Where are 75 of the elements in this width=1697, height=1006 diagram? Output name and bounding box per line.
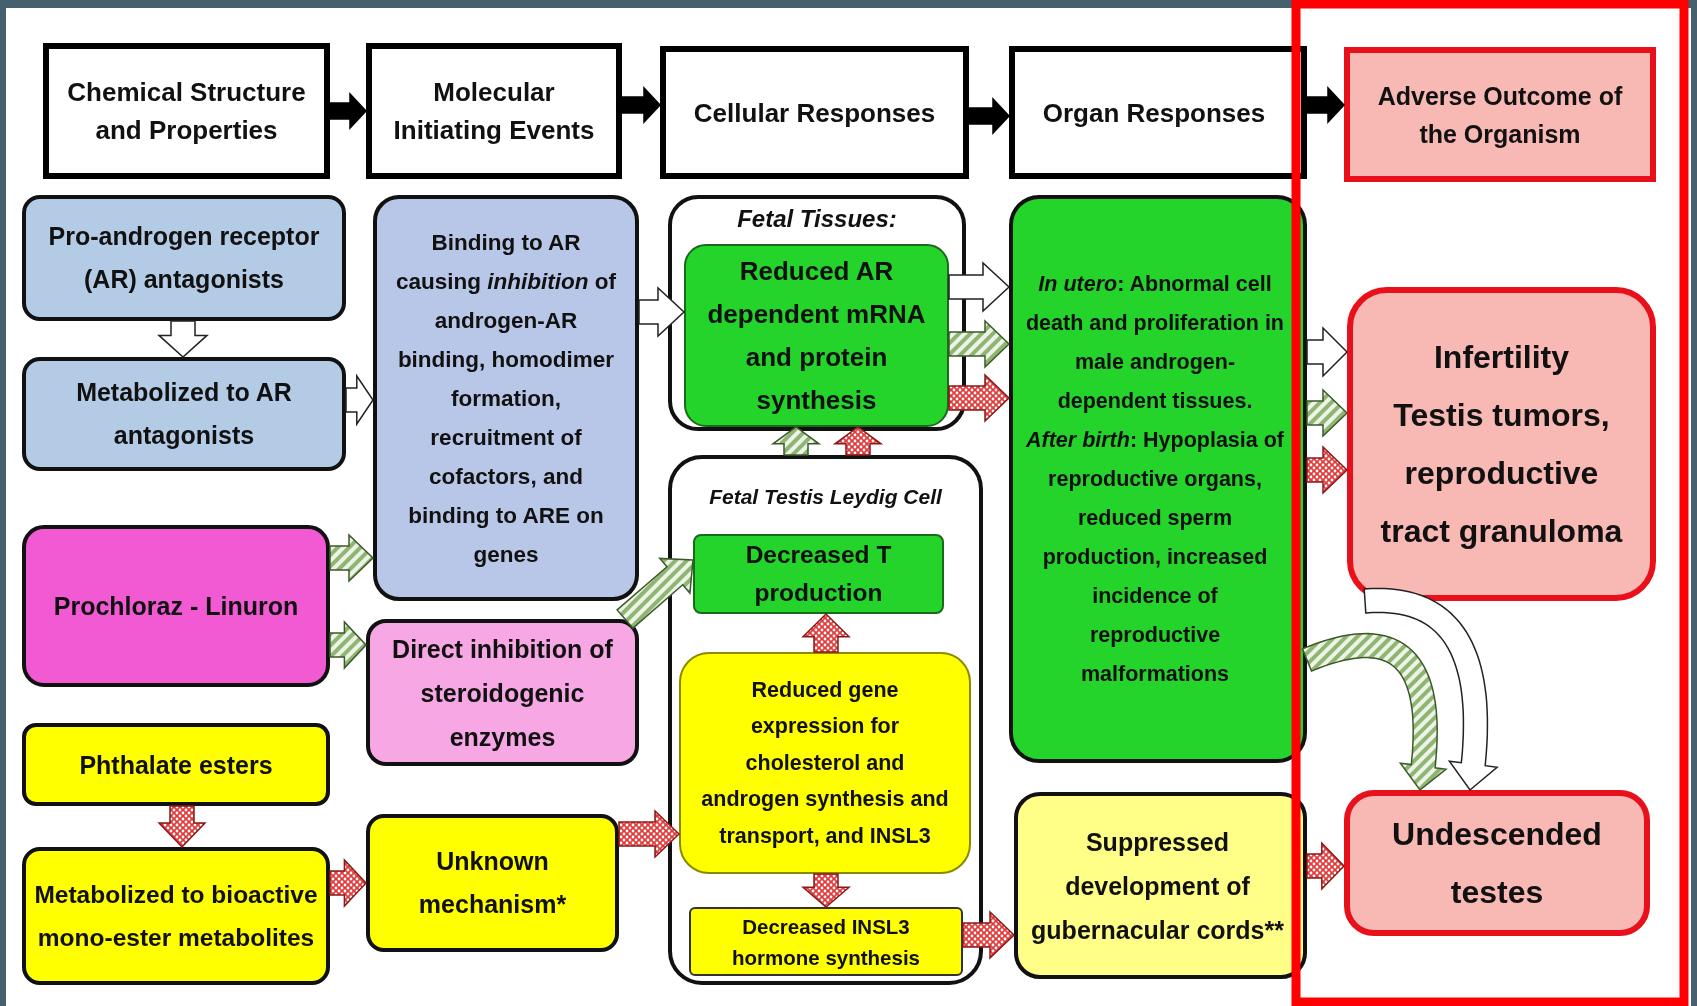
block-arrow (1306, 841, 1346, 891)
box-text: Unknown mechanism* (417, 846, 568, 920)
block-arrow (770, 426, 822, 456)
box-text: Reduced gene expression for cholesterol and androgen synthesis and transport, and INSL3 (700, 676, 950, 850)
process-box (689, 907, 963, 976)
box-text: Decreased INSL3 hormone synthesis (731, 913, 921, 971)
block-arrow (968, 97, 1011, 135)
process-box (22, 723, 330, 806)
process-box (22, 847, 330, 985)
block-arrow (948, 373, 1011, 423)
box-text: Testis tumors, reproductive tract granuloma (1379, 396, 1624, 551)
block-arrow (329, 92, 368, 130)
block-arrow (1363, 587, 1499, 792)
stage-header-box (660, 46, 969, 179)
block-arrow (329, 533, 375, 583)
box-text: Infertility (1433, 338, 1570, 377)
container-box (668, 195, 966, 431)
stage-header-box (43, 43, 330, 179)
block-arrow (329, 620, 368, 670)
stage-label: Molecular Initiating Events (392, 76, 596, 147)
block-arrow (621, 86, 662, 124)
process-box (366, 814, 619, 952)
process-box (373, 195, 639, 601)
box-text: Pro-androgen receptor (AR) antagonists (47, 221, 321, 295)
process-box (22, 357, 346, 471)
block-arrow (157, 805, 207, 849)
block-arrow (618, 809, 681, 859)
container-heading: Fetal Tissues: (737, 204, 897, 234)
block-arrow (345, 373, 374, 427)
block-arrow (616, 557, 694, 630)
box-text: Suppressed development of gubernacular cords** (1030, 826, 1285, 946)
process-box (22, 195, 346, 321)
box-text: Reduced AR dependent mRNA and protein synthesis (706, 254, 927, 417)
block-arrow (801, 612, 851, 653)
block-arrow (157, 320, 209, 358)
block-arrow (962, 910, 1016, 960)
block-arrow (948, 319, 1011, 369)
process-box (1009, 195, 1307, 763)
block-arrow (638, 286, 686, 338)
process-box (684, 244, 949, 427)
process-box (693, 534, 944, 614)
block-arrow (1301, 632, 1448, 792)
box-text: Undescended testes (1391, 815, 1603, 912)
block-arrow (329, 858, 368, 908)
box-text: In utero: Abnormal cell death and proliferation in male androgen-dependent tissues. (1025, 270, 1285, 415)
box-text: Binding to AR causing inhibition of androgen-AR binding, homodimer formation, recruitment of cofactors, and binding to ARE on genes (395, 228, 617, 569)
stage-header-box (1009, 46, 1307, 179)
block-arrow (1306, 388, 1349, 438)
box-text: Prochloraz - Linuron (53, 590, 299, 622)
process-box (1014, 792, 1307, 979)
block-arrow (832, 426, 884, 456)
block-arrow (1306, 445, 1349, 495)
process-box (679, 652, 971, 874)
block-arrow (800, 873, 852, 908)
box-text: Direct inhibition of steroidogenic enzymes (391, 633, 614, 753)
box-text: After birth: Hypoplasia of reproductive organs, reduced sperm production, increased incidence of reproductive malformations (1025, 426, 1285, 688)
stage-header-box (1344, 47, 1656, 182)
stage-label: Chemical Structure and Properties (66, 76, 307, 147)
container-heading: Fetal Testis Leydig Cell (709, 484, 942, 510)
stage-label: Cellular Responses (693, 96, 936, 130)
container-box (668, 455, 983, 985)
box-text: Metabolized to bioactive mono-ester metabolites (33, 880, 319, 953)
box-text: Phthalate esters (79, 749, 273, 781)
block-arrow (1306, 86, 1346, 124)
process-box (1347, 287, 1656, 601)
box-text: Metabolized to AR antagonists (75, 377, 293, 451)
block-arrow (1306, 326, 1349, 378)
process-box (1344, 790, 1650, 936)
stage-header-box (366, 43, 622, 179)
box-text: Decreased T production (744, 540, 893, 608)
process-box (22, 525, 330, 687)
process-box (366, 619, 639, 766)
block-arrow (948, 261, 1011, 313)
stage-label: Organ Responses (1042, 96, 1266, 130)
stage-label: Adverse Outcome of the Organism (1376, 80, 1624, 150)
